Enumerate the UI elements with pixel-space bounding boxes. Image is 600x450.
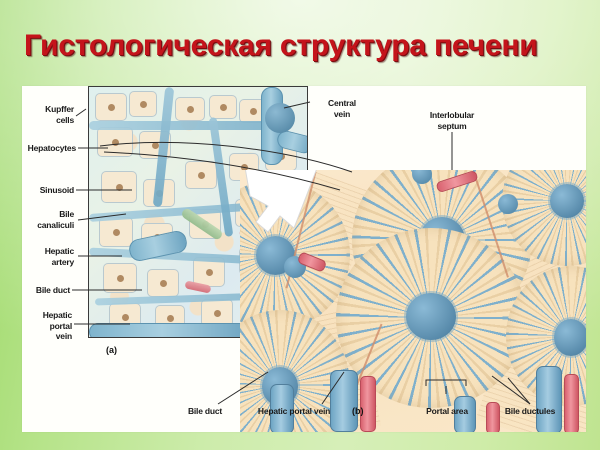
label-bile-canaliculi-line2: canaliculi	[37, 219, 74, 230]
label-central-vein-line2: vein	[333, 108, 351, 119]
panel-b-tag: (b)	[352, 406, 364, 416]
label-kupffer-cells-line1: Kupffer	[45, 104, 74, 114]
page-title: Гистологическая структура печени	[24, 29, 538, 62]
label-hepatic-portal-vein-line2: portal	[49, 320, 73, 331]
label-interlobular-septum-line2: septum	[437, 120, 467, 131]
label-central-vein-line1: Central	[328, 98, 356, 108]
label-bile-canaliculi-line1: Bile	[59, 209, 74, 219]
label-sinusoid: Sinusoid	[39, 185, 74, 195]
label-interlobular-septum-line1: Interlobular	[429, 110, 475, 120]
label-kupffer-cells-line2: cells	[56, 114, 74, 125]
label-hepatic-portal-vein-line3: vein	[55, 331, 72, 341]
figure-panel: Kupffer cells Hepatocytes Sinusoid Bile …	[22, 86, 586, 432]
label-hepatic-portal-vein-bottom: Hepatic portal vein	[257, 406, 331, 416]
label-central-vein: Central vein	[314, 98, 370, 119]
label-bile-ductules: Bile ductules	[504, 406, 556, 416]
label-hepatic-artery: Hepatic artery	[22, 246, 75, 267]
label-portal-area: Portal area	[426, 406, 468, 416]
figure-b-illustration	[240, 170, 586, 432]
panel-a-tag: (a)	[106, 345, 117, 355]
label-bile-canaliculi: Bile canaliculi	[20, 209, 74, 230]
label-kupffer-cells: Kupffer cells	[22, 104, 74, 125]
label-interlobular-septum: Interlobular septum	[414, 110, 490, 131]
label-hepatocytes: Hepatocytes	[27, 143, 77, 153]
label-hepatic-portal-vein-left: Hepatic portal vein	[22, 310, 73, 342]
label-hepatic-artery-line1: Hepatic	[44, 246, 75, 256]
magnification-arrow-icon	[244, 170, 317, 233]
label-hepatic-portal-vein-line1: Hepatic	[42, 310, 73, 320]
label-hepatic-artery-line2: artery	[51, 256, 75, 267]
label-bile-duct-left: Bile duct	[35, 285, 70, 295]
label-bile-duct-bottom: Bile duct	[187, 406, 223, 416]
